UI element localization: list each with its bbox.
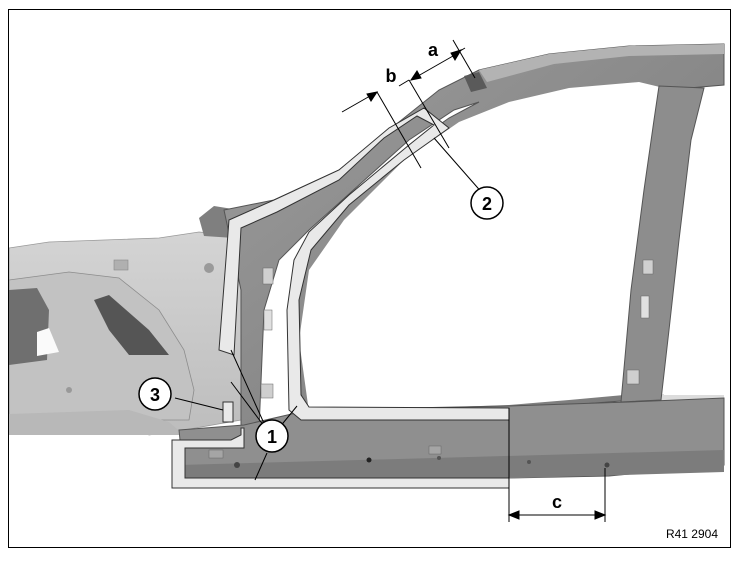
part-3-piece — [222, 401, 234, 423]
diagram-frame: 2 1 3 b a c R41 2904 — [8, 9, 731, 548]
reference-number: R41 2904 — [665, 527, 718, 541]
dimension-a-label: a — [428, 40, 439, 60]
callout-1: 1 — [255, 419, 289, 453]
section-outline — [171, 107, 510, 489]
front-structure — [9, 206, 247, 436]
callout-2-label: 2 — [482, 194, 492, 214]
callout-2: 2 — [470, 186, 504, 220]
callout-1-label: 1 — [267, 427, 277, 447]
dimension-lines — [174, 39, 607, 522]
callout-3: 3 — [138, 377, 172, 411]
body-side-diagram: 2 1 3 b a c — [9, 39, 725, 522]
dimension-c-label: c — [552, 492, 562, 512]
callout-3-label: 3 — [150, 385, 160, 405]
dimension-b-label: b — [386, 66, 397, 86]
